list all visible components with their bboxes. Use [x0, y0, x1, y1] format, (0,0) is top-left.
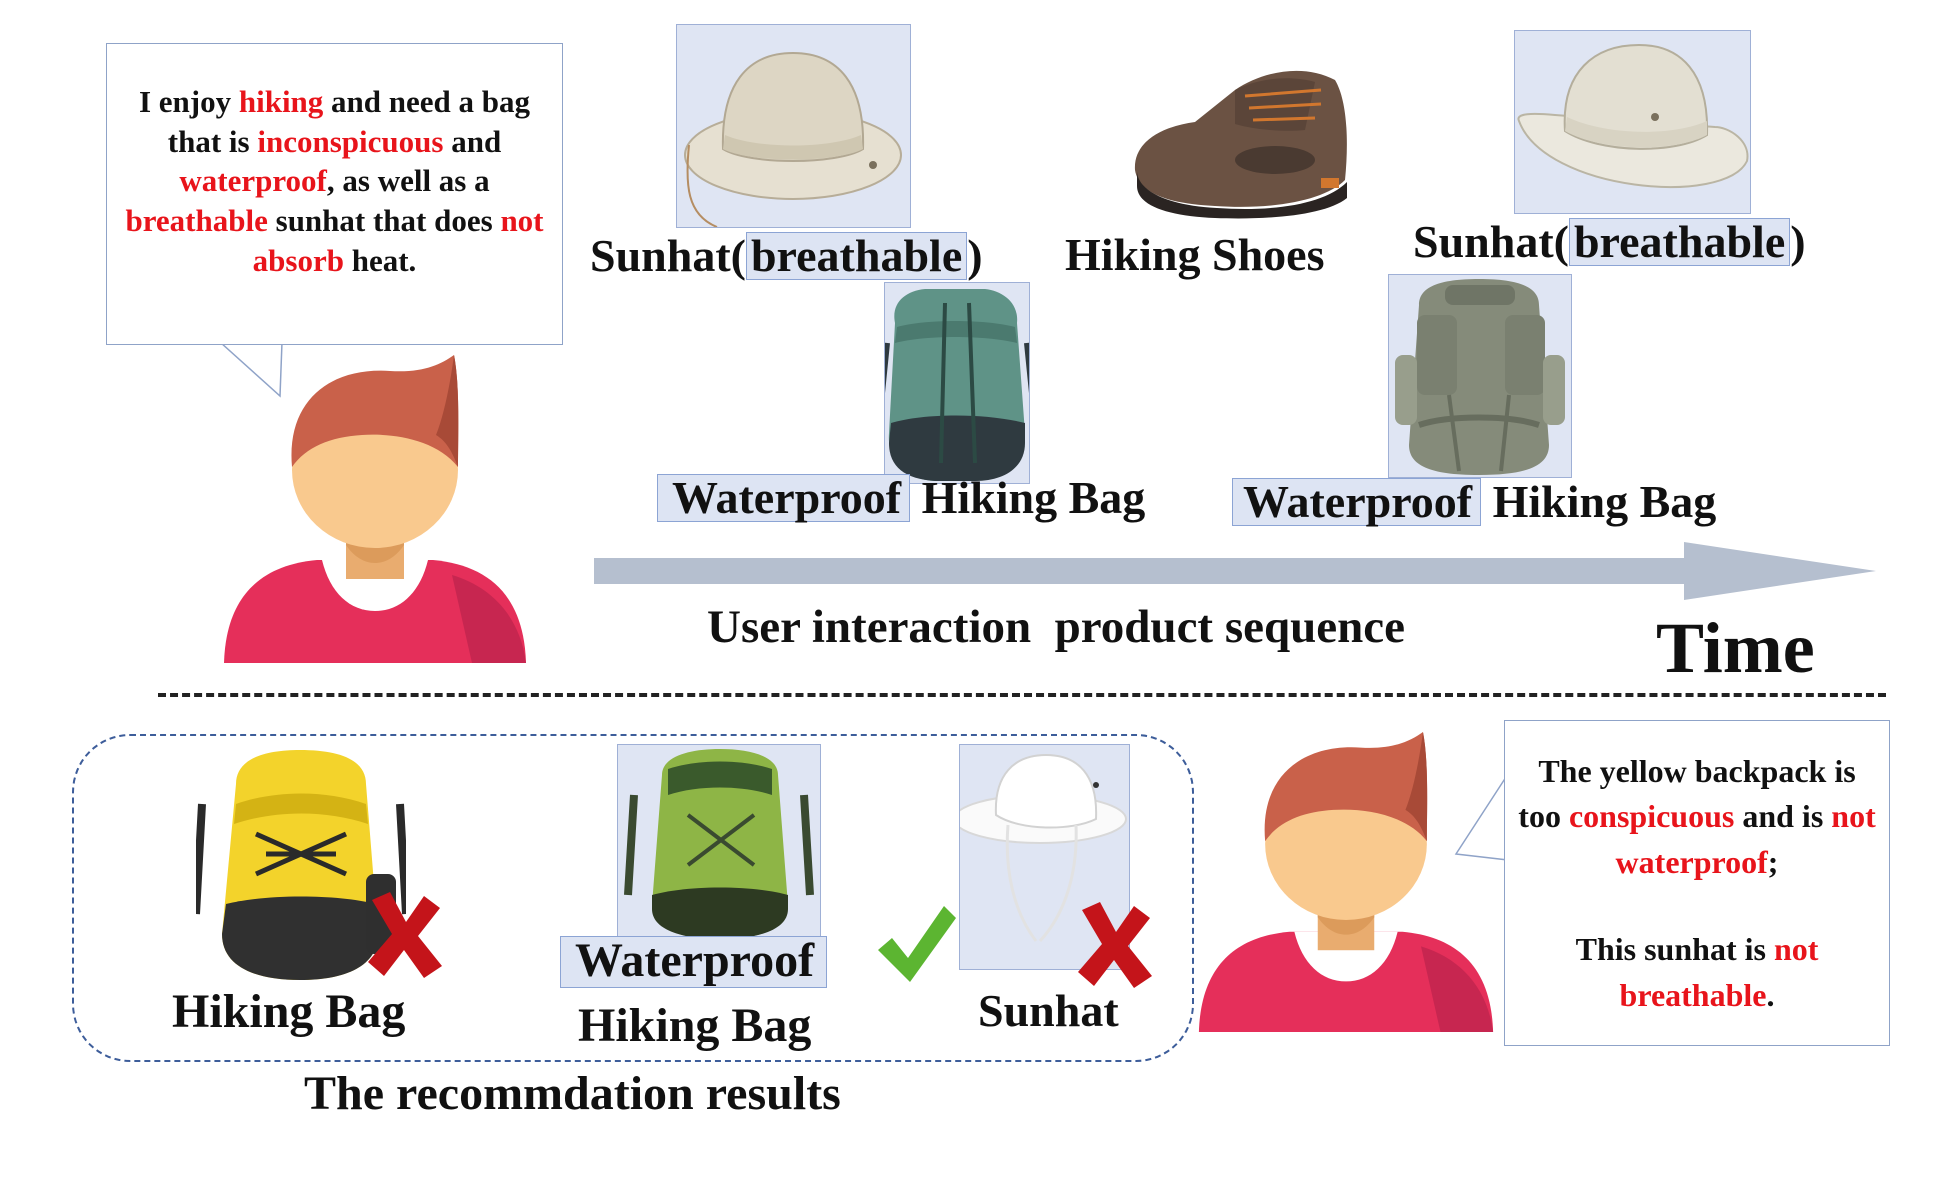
bubble-text-segment: sunhat that does [267, 203, 501, 239]
seq-item-3-suffix: ) [1790, 216, 1806, 267]
bottom-bubble-line-1: The yellow backpack is too conspicuous a… [1505, 721, 1889, 885]
emphasis-text: not waterproof [1615, 798, 1876, 880]
sunhat-image-2 [1514, 30, 1751, 214]
bottom-bubble-line-2: This sunhat is not breathable. [1505, 885, 1889, 1018]
cross-mark-icon [1078, 902, 1152, 988]
seq-item-4-highlight: Waterproof [657, 474, 911, 522]
bubble-text-segment: ; [1767, 843, 1779, 880]
yellow-backpack-icon [196, 750, 406, 980]
rec-item-3-label: Sunhat [978, 985, 1119, 1036]
sunhat-icon [960, 753, 1127, 943]
user-avatar-icon [224, 355, 526, 663]
seq-item-3-prefix: Sunhat( [1413, 216, 1569, 267]
seq-item-1-suffix: ) [967, 230, 983, 281]
bubble-text-segment: This sunhat is [1575, 931, 1774, 968]
backpack-icon [885, 289, 1029, 481]
bottom-speech-bubble: The yellow backpack is too conspicuous a… [1504, 720, 1890, 1046]
bubble-text-segment: and [443, 123, 502, 159]
seq-item-2-label: Hiking Shoes [1065, 229, 1325, 280]
rec-item-1-label: Hiking Bag [172, 985, 406, 1038]
sunhat-image-1 [676, 24, 911, 228]
green-backpack-image [617, 744, 821, 942]
bubble-text-segment: heat. [343, 242, 417, 278]
rec-item-2-highlight-wrap: Waterproof [560, 936, 828, 988]
seq-item-4-suffix: Hiking Bag [910, 472, 1146, 523]
emphasis-text: not [1773, 931, 1819, 968]
sunhat-icon [1517, 43, 1749, 189]
top-speech-bubble: I enjoy hiking and need a bag that is in… [106, 43, 563, 345]
emphasis-text: waterproof [179, 163, 327, 199]
cross-mark-icon [368, 892, 442, 978]
seq-item-5-label: Waterproof Hiking Bag [1232, 478, 1716, 526]
backpack-icon [1395, 279, 1565, 475]
time-arrow-icon [594, 542, 1876, 600]
olive-backpack-image [1388, 274, 1572, 478]
recommendations-frame [72, 734, 1194, 1062]
sequence-caption: User interaction product sequence [707, 601, 1405, 653]
seq-item-5-highlight: Waterproof [1232, 478, 1482, 526]
bubble-text-segment: and need a bag that is [167, 84, 531, 159]
teal-backpack-image [884, 282, 1030, 484]
seq-item-3-label: Sunhat(breathable) [1413, 218, 1806, 266]
seq-item-1-highlight: breathable [745, 232, 968, 280]
bottom-bubble-tail [1454, 771, 1510, 861]
emphasis-text: breathable [125, 203, 268, 239]
seq-item-3-highlight: breathable [1568, 218, 1791, 266]
emphasis-text: conspicuous [1568, 798, 1735, 835]
rec-item-2-label: Hiking Bag [578, 999, 812, 1052]
bubble-text-segment: and is [1734, 798, 1832, 835]
seq-item-1-prefix: Sunhat( [590, 230, 746, 281]
recommendations-caption: The recommdation results [304, 1067, 841, 1120]
bubble-text-segment: . [1766, 976, 1775, 1013]
top-bubble-text: I enjoy hiking and need a bag that is in… [107, 44, 562, 280]
backpack-icon [624, 749, 814, 939]
seq-item-5-suffix: Hiking Bag [1481, 476, 1717, 527]
hiking-shoe-icon [1134, 70, 1347, 219]
emphasis-text: inconspicuous [257, 123, 444, 159]
seq-item-4-label: Waterproof Hiking Bag [657, 474, 1145, 522]
check-mark-icon [878, 906, 956, 982]
section-divider [158, 693, 1886, 697]
bubble-text-segment: I enjoy [138, 84, 239, 119]
sunhat-icon [684, 51, 902, 227]
rec-item-2-highlight: Waterproof [560, 936, 828, 988]
bubble-text-segment: , as well as a [326, 163, 490, 199]
emphasis-text: not absorb [252, 203, 544, 278]
emphasis-text: breathable [1619, 976, 1767, 1013]
seq-item-1-label: Sunhat(breathable) [590, 232, 983, 280]
user-avatar-icon [1198, 732, 1494, 1033]
time-label: Time [1656, 608, 1815, 688]
emphasis-text: hiking [238, 84, 324, 119]
bubble-text-segment: The yellow backpack is too [1518, 753, 1856, 835]
